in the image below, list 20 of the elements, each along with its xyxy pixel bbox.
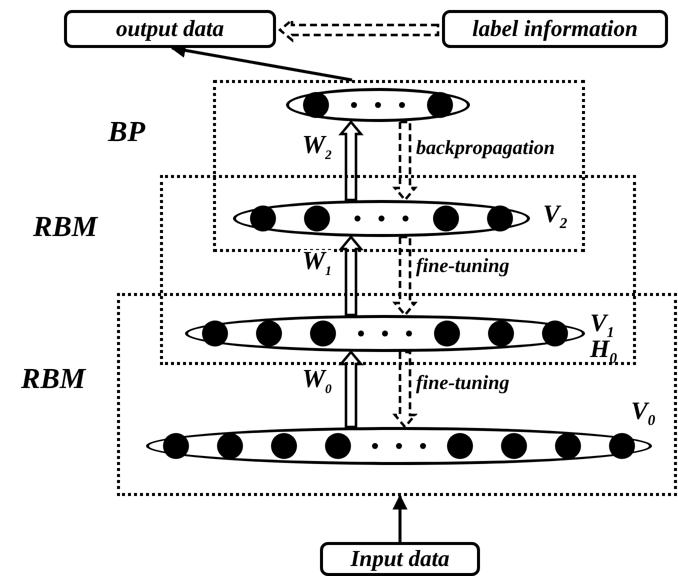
- arrow: [338, 120, 364, 202]
- layer-label: H$_{0}$: [590, 338, 617, 369]
- data-box: output data: [64, 10, 276, 48]
- edge-label: backpropagation: [414, 137, 557, 159]
- edge-label: fine-tuning: [414, 255, 512, 277]
- arrow: [338, 350, 364, 428]
- arrow: [338, 235, 364, 316]
- edge-label: fine-tuning: [414, 372, 512, 394]
- arrow: [392, 350, 418, 429]
- arrow: [392, 494, 408, 542]
- layer-label: V$_{2}$: [543, 203, 568, 234]
- arrow: [392, 120, 418, 202]
- data-box: Input data: [320, 542, 480, 576]
- group-heading: RBM: [33, 211, 98, 244]
- layer-label: V$_{0}$: [631, 400, 656, 431]
- data-box: label information: [442, 10, 668, 48]
- group-heading: RBM: [21, 363, 86, 396]
- group-heading: BP: [108, 116, 146, 149]
- layer-label: V$_{1}$: [590, 312, 614, 341]
- arrow: [392, 236, 418, 317]
